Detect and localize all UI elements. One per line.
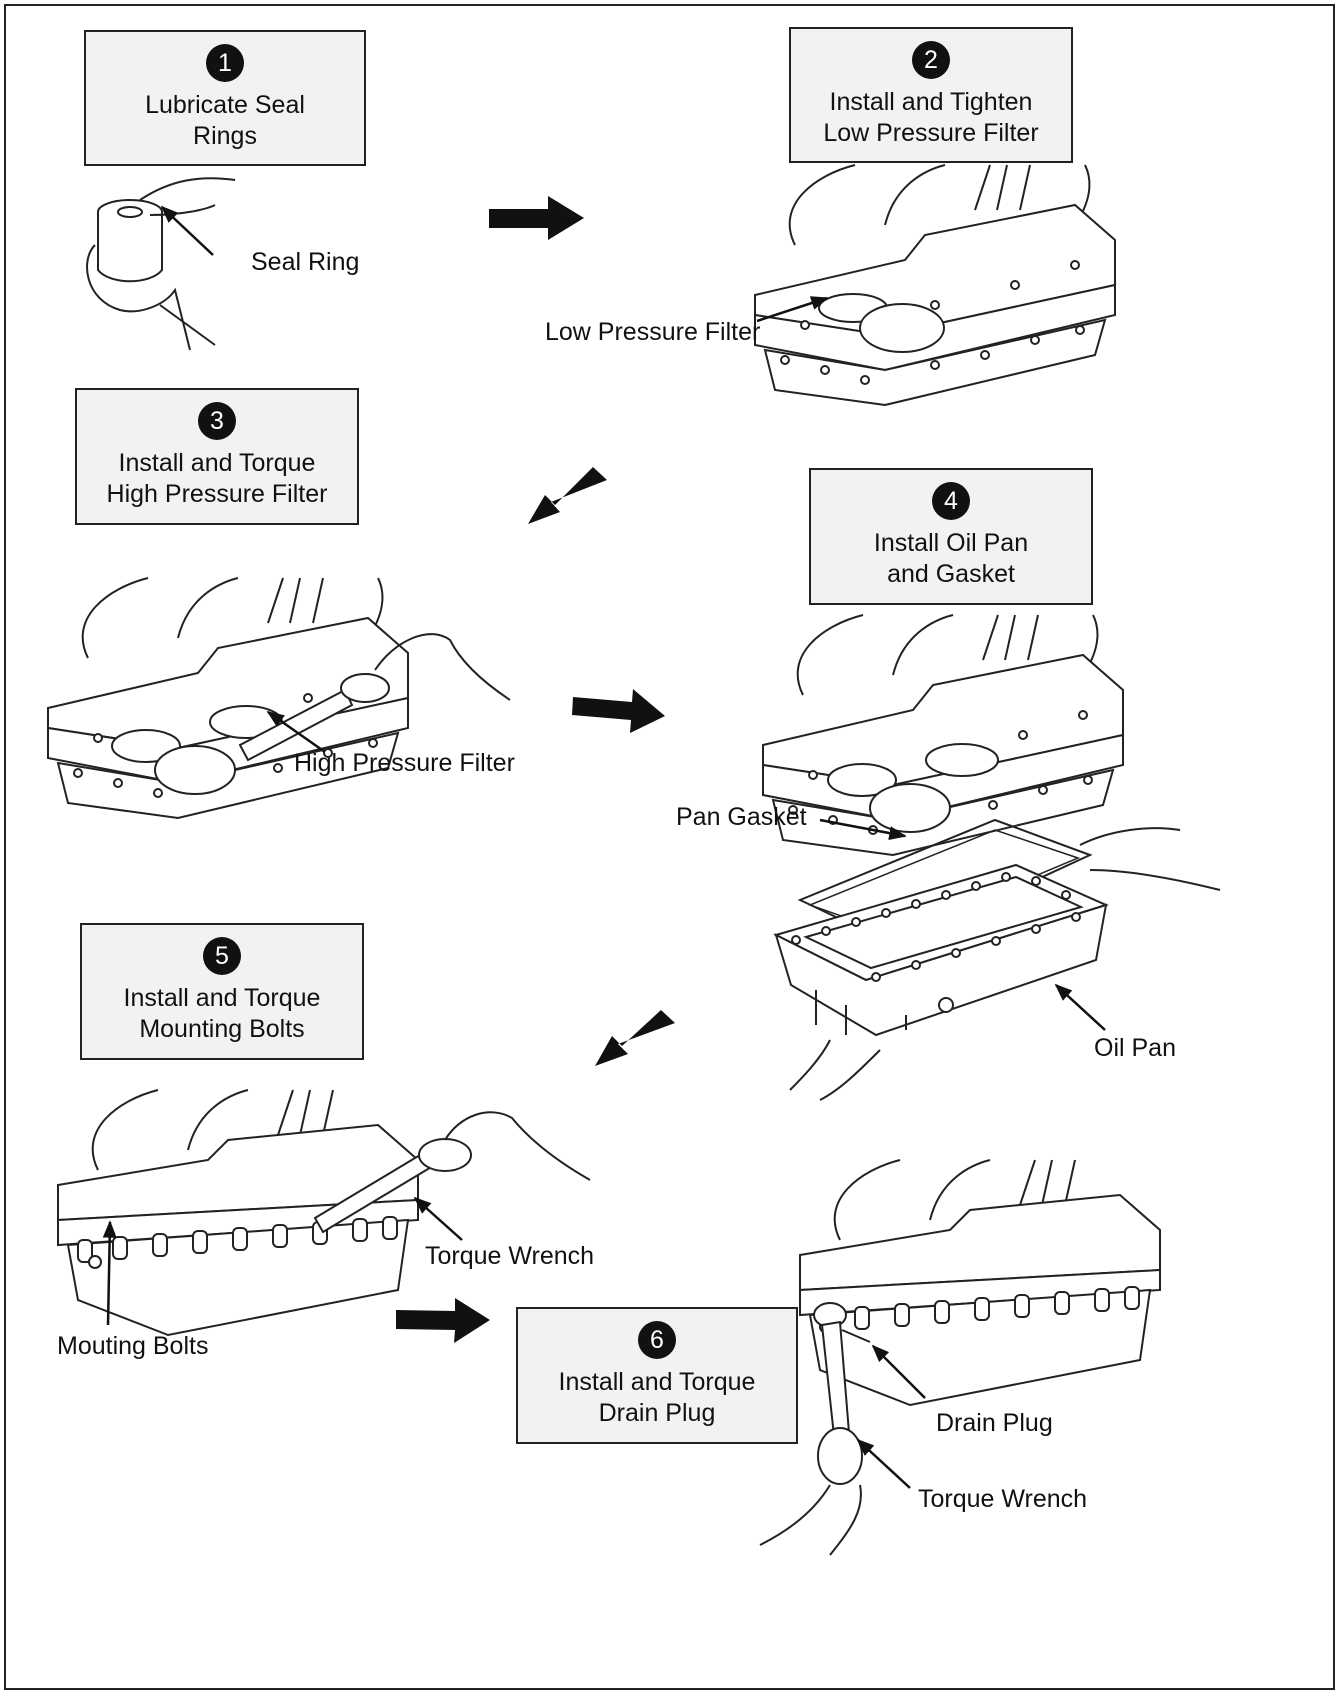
- step-title-line1: Install and Tighten: [791, 87, 1071, 118]
- pan-gasket-label: Pan Gasket: [676, 802, 807, 832]
- step-5-box: 5 Install and Torque Mounting Bolts: [80, 923, 364, 1060]
- arrow-right-icon: [489, 196, 584, 240]
- step-title-line2: Mounting Bolts: [82, 1014, 362, 1045]
- step-title-line2: and Gasket: [811, 559, 1091, 590]
- mounting-bolts-label: Mouting Bolts: [57, 1331, 208, 1361]
- step-6-box: 6 Install and Torque Drain Plug: [516, 1307, 798, 1444]
- arrow-right-icon: [396, 1298, 490, 1343]
- arrow-right-icon: [572, 689, 665, 733]
- step-number-badge: 5: [203, 937, 241, 975]
- oil-pan-label: Oil Pan: [1094, 1033, 1176, 1063]
- step-number-badge: 1: [206, 44, 244, 82]
- step-title-line2: High Pressure Filter: [77, 479, 357, 510]
- step-1-box: 1 Lubricate Seal Rings: [84, 30, 366, 166]
- filter-with-hands-illustration: [87, 178, 235, 350]
- step-number-badge: 4: [932, 482, 970, 520]
- low-pressure-filter-label: Low Pressure Filter: [545, 317, 760, 347]
- step-title-line1: Install and Torque: [77, 448, 357, 479]
- arrow-down-left-icon: [528, 467, 607, 524]
- step-title-line1: Install Oil Pan: [811, 528, 1091, 559]
- step-2-box: 2 Install and Tighten Low Pressure Filte…: [789, 27, 1073, 163]
- step-title-line1: Lubricate Seal: [86, 90, 364, 121]
- step-title-line2: Low Pressure Filter: [791, 118, 1071, 149]
- step-title-line2: Rings: [86, 121, 364, 152]
- step-number-badge: 3: [198, 402, 236, 440]
- drain-plug-label: Drain Plug: [936, 1408, 1053, 1438]
- seal-ring-label: Seal Ring: [251, 247, 359, 277]
- arrow-down-left-icon: [595, 1010, 675, 1066]
- high-pressure-filter-label: High Pressure Filter: [294, 748, 515, 778]
- step-number-badge: 6: [638, 1321, 676, 1359]
- torque-wrench-label: Torque Wrench: [425, 1241, 594, 1271]
- step-title-line1: Install and Torque: [82, 983, 362, 1014]
- step-number-badge: 2: [912, 41, 950, 79]
- torque-wrench-label: Torque Wrench: [918, 1484, 1087, 1514]
- step-title-line1: Install and Torque: [518, 1367, 796, 1398]
- step-4-box: 4 Install Oil Pan and Gasket: [809, 468, 1093, 605]
- step-3-box: 3 Install and Torque High Pressure Filte…: [75, 388, 359, 525]
- step-title-line2: Drain Plug: [518, 1398, 796, 1429]
